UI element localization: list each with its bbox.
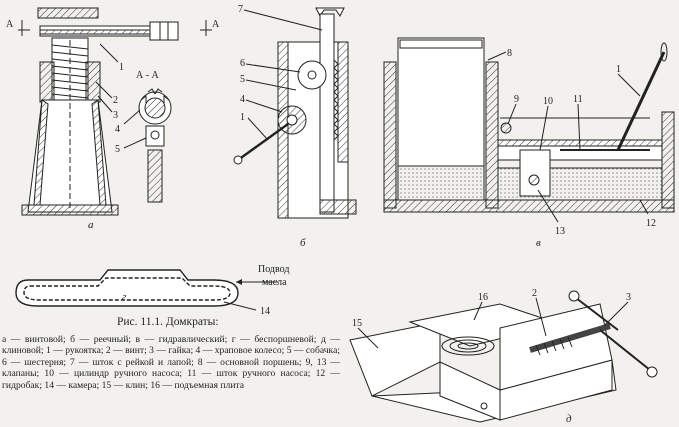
view-v-callout-8: 8 bbox=[507, 48, 512, 59]
view-d-callout-15: 15 bbox=[352, 318, 362, 329]
view-d-callout-16: 16 bbox=[478, 292, 488, 303]
view-b-callout-4: 4 bbox=[240, 94, 245, 105]
view-a-callout-3: 3 bbox=[113, 110, 118, 121]
view-a-section-mark-right: А bbox=[212, 19, 220, 30]
view-v-callout-10: 10 bbox=[543, 96, 553, 107]
view-a-screw-jack bbox=[18, 7, 212, 216]
figure-caption-body: а — винтовой; б — реечный; в — гидравлич… bbox=[2, 334, 340, 391]
view-v-callout-12: 12 bbox=[646, 218, 656, 229]
view-b-callout-5: 5 bbox=[240, 74, 245, 85]
view-g-callout-14: 14 bbox=[260, 306, 270, 317]
view-b-rack-jack bbox=[233, 7, 357, 219]
view-b-sublabel: б bbox=[300, 237, 306, 249]
view-v-callout-13: 13 bbox=[555, 226, 565, 237]
view-g-bellows-jack bbox=[15, 269, 278, 311]
view-g-supply-label-1: Подвод bbox=[258, 264, 289, 275]
view-b-callout-6: 6 bbox=[240, 58, 245, 69]
view-v-sublabel: в bbox=[536, 237, 541, 249]
view-a-callout-5: 5 bbox=[115, 144, 120, 155]
view-v-callout-11: 11 bbox=[573, 94, 583, 105]
view-a-callout-2: 2 bbox=[113, 95, 118, 106]
view-b-callout-1: 1 bbox=[240, 112, 245, 123]
view-a-callout-4: 4 bbox=[115, 124, 120, 135]
view-d-wedge-jack bbox=[349, 290, 658, 423]
view-b-callout-7: 7 bbox=[238, 4, 243, 15]
view-v-callout-1: 1 bbox=[616, 64, 621, 75]
view-d-callout-3: 3 bbox=[626, 292, 631, 303]
view-v-hydraulic-jack bbox=[383, 37, 675, 223]
view-a-callout-1: 1 bbox=[119, 62, 124, 73]
figure-caption-title: Рис. 11.1. Домкраты: bbox=[117, 316, 219, 328]
view-g-sublabel: г bbox=[122, 291, 127, 303]
view-v-callout-9: 9 bbox=[514, 94, 519, 105]
view-a-section-title: А - А bbox=[136, 70, 160, 81]
view-a-section-mark-left: А bbox=[6, 19, 14, 30]
view-d-callout-2: 2 bbox=[532, 288, 537, 299]
view-d-sublabel: д bbox=[566, 413, 572, 425]
view-g-supply-label-2: масла bbox=[262, 277, 287, 288]
view-a-sublabel: а bbox=[88, 219, 94, 231]
